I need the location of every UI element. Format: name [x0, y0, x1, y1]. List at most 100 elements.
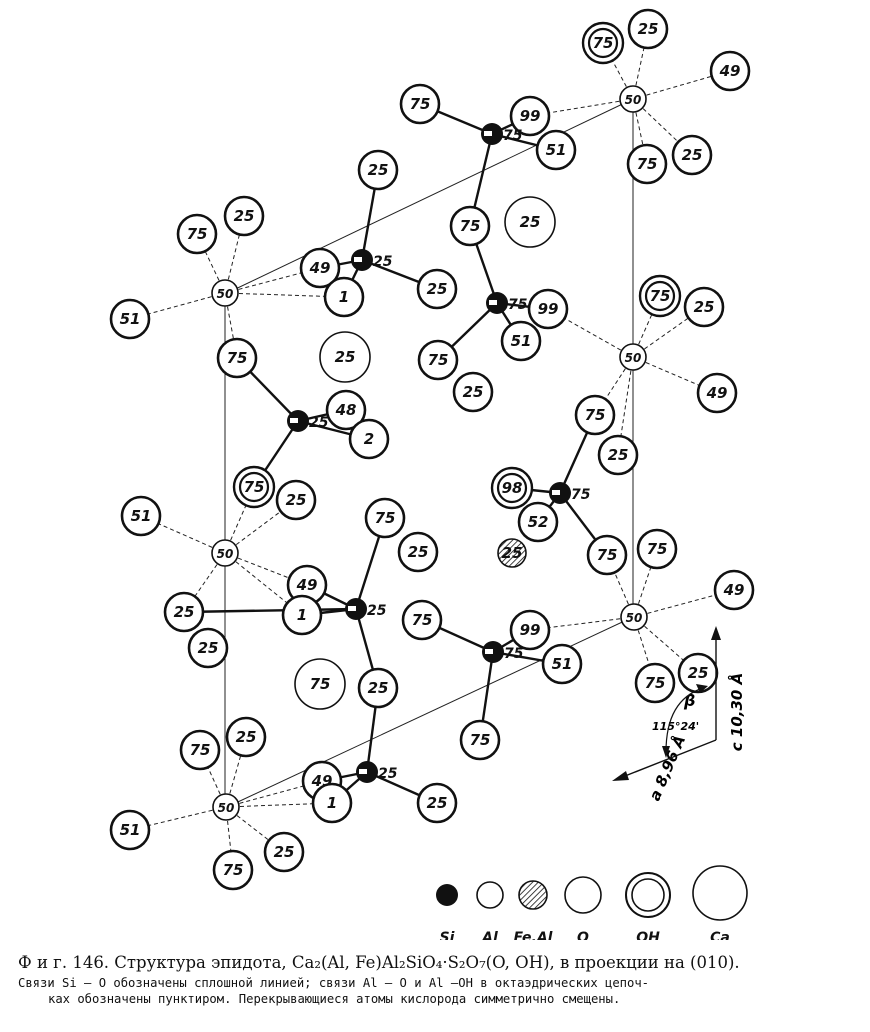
legend-item-ca: Ca: [692, 865, 748, 940]
oxygen-atom-label: 25: [174, 603, 195, 621]
oxygen-atom: 75: [449, 205, 491, 247]
oxygen-atom-label: 25: [368, 679, 389, 697]
calcium-atom-label: 75: [310, 675, 331, 693]
al-atom-label: 50: [625, 351, 642, 365]
unit-cell-outline: [224, 98, 634, 809]
legend-label: OH: [636, 930, 660, 940]
hydroxyl-atom: 75: [638, 274, 682, 318]
si-atom: [481, 123, 503, 145]
hydroxyl-atom-label: 75: [650, 287, 671, 305]
al-o-bond: [547, 308, 634, 358]
legend-item-si: Si: [436, 884, 458, 940]
al-o-bond: [224, 552, 303, 616]
oxygen-atom-label: 25: [234, 207, 255, 225]
al-atom: 50: [620, 603, 648, 631]
oxygen-atom: 25: [223, 195, 265, 237]
oxygen-atom-label: 51: [546, 141, 567, 159]
oxygen-atom: 49: [299, 247, 341, 289]
al-o-bond: [225, 802, 333, 808]
oxygen-atom-label: 25: [274, 843, 295, 861]
oxygen-atom-label: 51: [120, 310, 141, 328]
oxygen-atom: 25: [683, 286, 725, 328]
oxygen-atom-label: 75: [470, 731, 491, 749]
oxygen-atom-label: 1: [339, 288, 349, 306]
oxygen-atom-label: 48: [335, 401, 357, 419]
oxygen-atom: 25: [225, 716, 267, 758]
oxygen-atom: 52: [517, 501, 559, 543]
oxygen-atom: 99: [509, 95, 551, 137]
al-o-bond: [140, 515, 226, 554]
oxygen-atom-label: 75: [223, 861, 244, 879]
oxygen-atom: 49: [709, 50, 751, 92]
oxygen-atom: 99: [527, 288, 569, 330]
oxygen-atom-label: 25: [463, 383, 484, 401]
oxygen-atom: 48: [325, 389, 367, 431]
al-atom: 50: [619, 85, 647, 113]
oxygen-atom-label: 75: [460, 217, 481, 235]
legend-item-o: O: [564, 876, 602, 940]
caption-title: Ф и г. 146. Структура эпидота, Ca₂(Al, F…: [18, 953, 740, 972]
al-o-bond: [224, 486, 255, 554]
oxygen-atom: 1: [311, 782, 353, 824]
oxygen-atom-label: 2: [364, 430, 374, 448]
oxygen-atom-label: 25: [638, 20, 659, 38]
oxygen-atom: 75: [399, 83, 441, 125]
oxygen-atom-label: 75: [428, 351, 449, 369]
a-axis-label: a 8,96 Å: [645, 732, 690, 803]
oxygen-atom-label: 99: [520, 621, 541, 639]
oxygen-atom: 75: [364, 497, 406, 539]
oxygen-atom: 25: [187, 627, 229, 669]
si-o-bond: [183, 607, 357, 614]
oxygen-atom: 75: [459, 719, 501, 761]
oxygen-atom-label: 75: [190, 741, 211, 759]
oxygen-atom-label: 75: [647, 540, 668, 558]
oxygen-atom: 75: [417, 339, 459, 381]
oxygen-atom: 25: [357, 667, 399, 709]
oxygen-atom: 49: [286, 564, 328, 606]
si-atom: [482, 641, 504, 663]
oxygen-atom-label: 25: [694, 298, 715, 316]
legend-label: Fe,Al: [514, 930, 553, 940]
oxygen-atom-label: 25: [408, 543, 429, 561]
oxygen-atom: 49: [713, 569, 755, 611]
al-atom-label: 50: [217, 287, 234, 301]
axes-indicator: c 10,30 Å a 8,96 Å β 115°24': [612, 626, 746, 803]
oxygen-atom-label: 75: [412, 611, 433, 629]
si-atom-label: 25: [367, 603, 387, 619]
fe-al-atom-label: 25: [502, 544, 523, 562]
oxygen-atom: 25: [275, 479, 317, 521]
oxygen-atom-label: 49: [296, 576, 318, 594]
oxygen-atom: 51: [109, 809, 151, 851]
oxygen-atom-label: 49: [723, 581, 745, 599]
legend-label: Ca: [710, 930, 730, 940]
oxygen-atom: 25: [627, 8, 669, 50]
oxygen-atom-label: 25: [198, 639, 219, 657]
oxygen-atom: 75: [401, 599, 443, 641]
legend-label: Al: [481, 930, 498, 940]
si-atom-label: 25: [378, 766, 398, 782]
cell-edge: [224, 98, 634, 295]
oxygen-atom-label: 52: [528, 513, 549, 531]
oxygen-atom: 25: [597, 434, 639, 476]
oxygen-atom: 75: [212, 849, 254, 891]
oxygen-atom: 1: [281, 594, 323, 636]
oxygen-atom-label: 25: [427, 794, 448, 812]
al-atom: 50: [619, 343, 647, 371]
oxygen-atom: 75: [636, 528, 678, 570]
legend-label: O: [577, 930, 589, 940]
al-atom: 50: [211, 539, 239, 567]
oxygen-atom: 75: [574, 394, 616, 436]
oxygen-atom-label: 75: [410, 95, 431, 113]
oxygen-atom: 25: [677, 652, 719, 694]
oxygen-atom: 51: [535, 129, 577, 171]
oxygen-atom: 51: [541, 643, 583, 685]
oxygen-atom-label: 25: [427, 280, 448, 298]
oxygen-atom-label: 75: [645, 674, 666, 692]
si-atom-label: 75: [504, 646, 524, 662]
figure-caption: Ф и г. 146. Структура эпидота, Ca₂(Al, F…: [18, 952, 858, 1006]
oxygen-atom: 75: [626, 143, 668, 185]
oxygen-atom-label: 99: [538, 300, 559, 318]
oxygen-atom-label: 25: [368, 161, 389, 179]
